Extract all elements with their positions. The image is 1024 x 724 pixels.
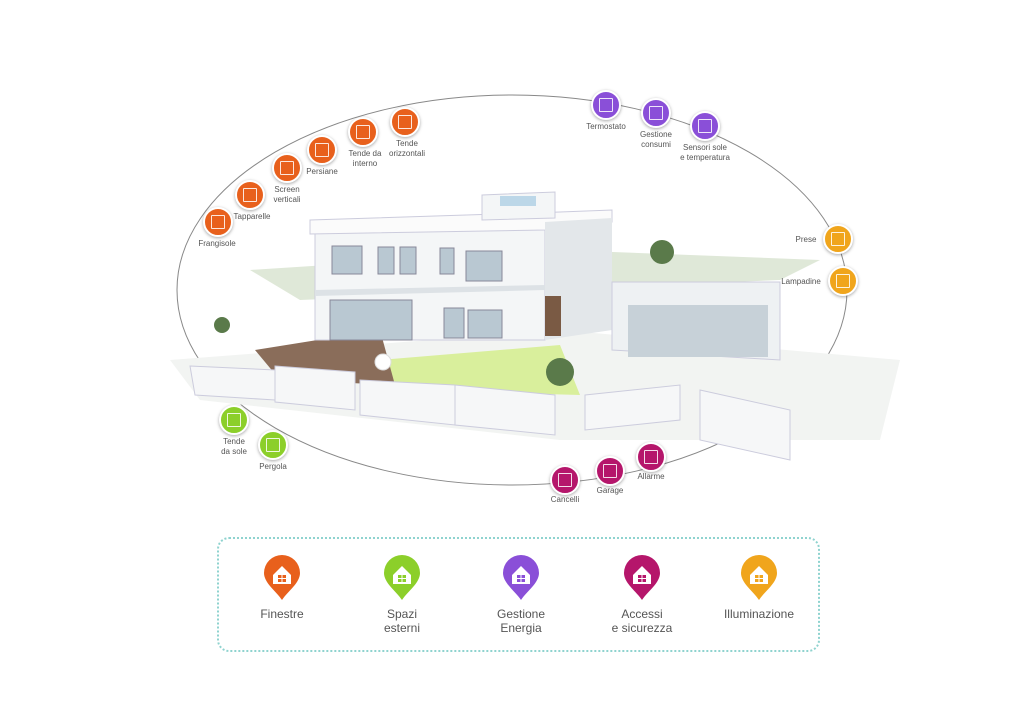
node-gestione[interactable] xyxy=(641,98,671,128)
bulb-icon xyxy=(836,274,850,288)
node-label: Cancelli xyxy=(550,495,580,504)
node-tende[interactable] xyxy=(390,107,420,137)
curtain-icon xyxy=(398,115,412,129)
blind-icon xyxy=(356,125,370,139)
pin-energia xyxy=(501,553,541,601)
node-persiane[interactable] xyxy=(307,135,337,165)
sun-icon xyxy=(698,119,712,133)
node-tende-da[interactable] xyxy=(348,117,378,147)
node-sensori-sole[interactable] xyxy=(690,111,720,141)
node-tende[interactable] xyxy=(219,405,249,435)
screen-icon xyxy=(280,161,294,175)
node-label: Garage xyxy=(596,486,624,495)
bar-chart-icon xyxy=(649,106,663,120)
node-screen[interactable] xyxy=(272,153,302,183)
node-tapparelle[interactable] xyxy=(235,180,265,210)
house-pin-icon xyxy=(741,555,777,600)
legend-label: Spazi esterni xyxy=(383,607,421,635)
node-label: Prese xyxy=(795,235,817,244)
node-garage[interactable] xyxy=(595,456,625,486)
node-label: Frangisole xyxy=(198,239,236,248)
garage-icon xyxy=(603,464,617,478)
node-label: Termostato xyxy=(586,122,626,131)
shutters-icon xyxy=(315,143,329,157)
node-cancelli[interactable] xyxy=(550,465,580,495)
speaker-icon xyxy=(644,450,658,464)
node-frangisole[interactable] xyxy=(203,207,233,237)
roller-shutter-icon xyxy=(243,188,257,202)
node-label: Tende orizzontali xyxy=(388,139,426,158)
legend-box: Finestre Spazi esterni Gestione Energia Acc… xyxy=(217,537,820,652)
node-label: Sensori sole e temperatura xyxy=(680,143,730,162)
legend-label: Finestre xyxy=(260,607,304,621)
node-label: Lampadine xyxy=(781,277,821,286)
house-pin-icon xyxy=(624,555,660,600)
node-prese[interactable] xyxy=(823,224,853,254)
house-pin-icon xyxy=(503,555,539,600)
legend-label: Illuminazione xyxy=(723,607,795,621)
pin-illuminazione xyxy=(739,553,779,601)
legend-label: Accessi e sicurezza xyxy=(611,607,673,635)
legend-label: Gestione Energia xyxy=(496,607,546,635)
awning-icon xyxy=(227,413,241,427)
node-label: Tapparelle xyxy=(233,212,271,221)
node-termostato[interactable] xyxy=(591,90,621,120)
house-pin-icon xyxy=(264,555,300,600)
node-label: Tende da sole xyxy=(221,437,247,456)
node-label: Allarme xyxy=(637,472,665,481)
node-allarme[interactable] xyxy=(636,442,666,472)
pin-accessi xyxy=(622,553,662,601)
node-label: Pergola xyxy=(259,462,287,471)
house-pin-icon xyxy=(384,555,420,600)
pin-spazi xyxy=(382,553,422,601)
pin-finestre xyxy=(262,553,302,601)
thermometer-icon xyxy=(599,98,613,112)
gate-icon xyxy=(558,473,572,487)
node-label: Tende da interno xyxy=(348,149,382,168)
node-pergola[interactable] xyxy=(258,430,288,460)
socket-icon xyxy=(831,232,845,246)
louver-icon xyxy=(211,215,225,229)
node-lampadine[interactable] xyxy=(828,266,858,296)
node-label: Persiane xyxy=(306,167,338,176)
pergola-icon xyxy=(266,438,280,452)
node-label: Screen verticali xyxy=(273,185,301,204)
node-label: Gestione consumi xyxy=(639,130,673,149)
